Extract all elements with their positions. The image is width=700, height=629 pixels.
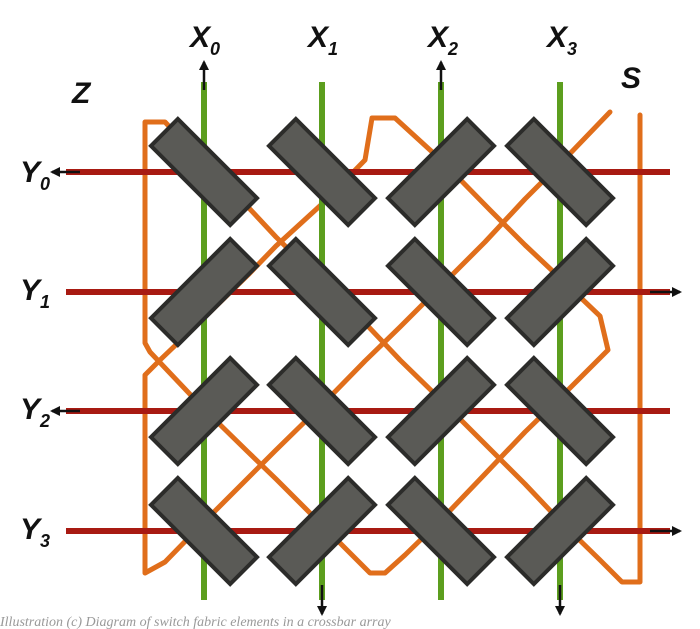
switch-block-r2-c1 — [266, 355, 378, 467]
arrows — [50, 60, 682, 616]
x1-label: X1 — [306, 21, 338, 59]
switch-block-r2-c2 — [385, 355, 497, 467]
x0-label: X0 — [188, 21, 220, 59]
switch-block-r0-c1 — [266, 116, 378, 228]
caption-fragment: Illustration (c) Diagram of switch fabri… — [0, 615, 391, 629]
y-labels: Y0 Y1 Y2 Y3 — [20, 156, 50, 551]
x3-label: X3 — [545, 21, 577, 59]
y2-label: Y2 — [20, 393, 50, 431]
switch-block-r3-c3 — [504, 475, 616, 587]
x-labels: X0 X1 X2 X3 — [188, 21, 577, 59]
x3-sub: 3 — [567, 39, 577, 59]
switch-block-r2-c3 — [504, 355, 616, 467]
switch-block-r1-c2 — [385, 236, 497, 348]
y1-sub: 1 — [40, 292, 50, 312]
y0-sub: 0 — [40, 174, 50, 194]
switch-block-r2-c0 — [148, 355, 260, 467]
z-label: Z — [71, 77, 92, 110]
switch-block-r0-c2 — [385, 116, 497, 228]
x3-base: X — [545, 21, 569, 54]
switch-block-r0-c0 — [148, 116, 260, 228]
switch-block-r0-c3 — [504, 116, 616, 228]
x2-label: X2 — [426, 21, 458, 59]
y1-label: Y1 — [20, 274, 50, 312]
s-label: S — [621, 62, 641, 95]
switch-block-r1-c3 — [504, 236, 616, 348]
x1-base: X — [306, 21, 330, 54]
y2-base: Y — [20, 393, 43, 426]
switch-block-r3-c1 — [266, 475, 378, 587]
x2-sub: 2 — [447, 39, 458, 59]
switch-block-r3-c0 — [148, 475, 260, 587]
y3-label: Y3 — [20, 513, 50, 551]
switch-block-r1-c1 — [266, 236, 378, 348]
y3-sub: 3 — [40, 531, 50, 551]
x2-base: X — [426, 21, 450, 54]
switch-blocks — [148, 116, 616, 587]
y1-base: Y — [20, 274, 43, 307]
y3-base: Y — [20, 513, 43, 546]
y0-label: Y0 — [20, 156, 50, 194]
x0-base: X — [188, 21, 212, 54]
switch-block-r1-c0 — [148, 236, 260, 348]
x1-sub: 1 — [328, 39, 338, 59]
x0-sub: 0 — [210, 39, 220, 59]
switch-block-r3-c2 — [385, 475, 497, 587]
row-lines — [66, 169, 670, 534]
y0-base: Y — [20, 156, 43, 189]
y2-sub: 2 — [39, 411, 50, 431]
